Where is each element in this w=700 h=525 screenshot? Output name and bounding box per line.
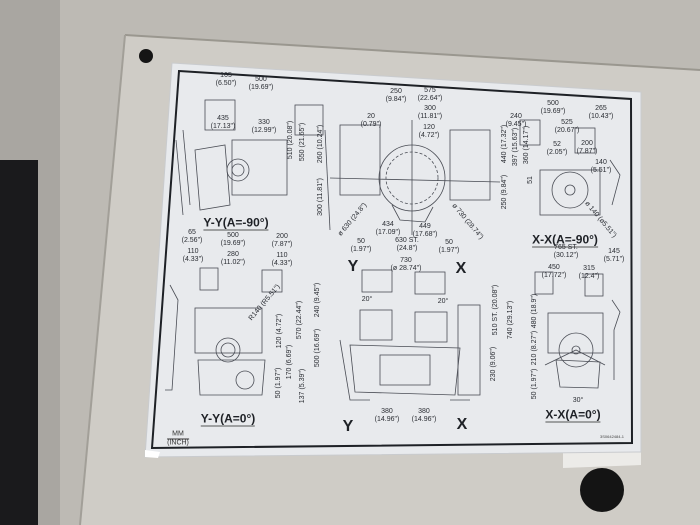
dim-500-b: 500(16.69")	[314, 328, 321, 368]
units-legend: MM(INCH)	[167, 430, 189, 447]
dim-740: 740(29.13")	[507, 300, 514, 340]
dim-570: 570(22.44")	[296, 300, 303, 340]
dim-380-left: 380(14.96")	[374, 408, 400, 423]
dim-500: 500(19.69")	[220, 232, 246, 247]
dim-380-right: 380(14.96")	[411, 408, 437, 423]
cable-hole	[580, 468, 624, 512]
dim-397: 397(15.63")	[512, 127, 519, 167]
dim-550: 550(21.65")	[299, 122, 306, 162]
dim-330: 330(12.99")	[251, 119, 277, 134]
view-title-xx-0: X-X(A=0°)	[545, 407, 601, 423]
technical-drawings	[165, 99, 621, 401]
dim-250: 250(9.84")	[501, 174, 508, 210]
view-title-yy-minus90: Y-Y(A=-90°)	[203, 215, 269, 231]
angle-30: 30°	[572, 397, 584, 404]
dim-500: 500(19.69")	[540, 100, 566, 115]
dim-765-st: 765 ST.(30.12")	[553, 244, 579, 259]
dim-450: 450(17.72")	[541, 264, 567, 279]
dim-50-left: 50(1.97")	[350, 238, 372, 253]
dim-165: 165(6.50")	[215, 72, 237, 87]
dim-240: 240(9.45")	[314, 282, 321, 318]
axis-label-x-top: X	[455, 260, 467, 277]
dim-480: 480(18.9")	[531, 293, 538, 329]
dim-110: 110(4.33")	[271, 252, 293, 267]
dim-435: 435(17.13")	[210, 115, 236, 130]
dim-120: 120(4.72")	[276, 313, 283, 349]
dim-730: 730(ø 28.74")	[390, 257, 422, 272]
dim-50-right: 50(1.97")	[438, 239, 460, 254]
angle-20-left: 20°	[361, 296, 373, 303]
dim-200: 200(7.87")	[576, 140, 598, 155]
dim-575: 575(22.64")	[417, 87, 443, 102]
dim-510: 510(20.08")	[287, 120, 294, 160]
part-number: 3S0642484-1	[600, 434, 625, 439]
dim-250: 250(9.84")	[385, 88, 407, 103]
dark-door-gap	[0, 160, 38, 525]
dim-280: 280(11.02")	[220, 251, 246, 266]
dim-500: 500(19.69")	[248, 76, 274, 91]
dim-265: 265(10.43")	[588, 105, 614, 120]
dim-440: 440(17.32")	[501, 124, 508, 164]
dim-300: 300(11.81")	[417, 105, 443, 120]
dim-51: 51	[527, 176, 534, 184]
dim-65: 65(2.56")	[181, 229, 203, 244]
dim-145: 145(5.71")	[603, 248, 625, 263]
dim-230: 230(9.06")	[490, 346, 497, 382]
dim-170: 170(6.69")	[286, 344, 293, 380]
dim-525: 525(20.67")	[554, 119, 580, 134]
axis-label-y-bottom: Y	[342, 418, 354, 435]
dim-240: 240(9.45")	[505, 113, 527, 128]
mounting-hole	[139, 49, 153, 63]
angle-20-right: 20°	[437, 298, 449, 305]
dim-140: 140(5.51")	[590, 159, 612, 174]
dim-52: 52(2.05")	[546, 141, 568, 156]
dim-210: 210(8.27")	[531, 330, 538, 366]
dim-510-st: 510 ST.(20.08")	[492, 284, 499, 336]
view-title-yy-0: Y-Y(A=0°)	[200, 411, 256, 427]
dim-449: 449(17.68")	[412, 223, 438, 238]
dimension-label-plate	[144, 62, 642, 458]
dim-434: 434(17.09")	[375, 221, 401, 236]
dim-630-st: 630 ST.(24.8")	[395, 237, 419, 252]
axis-label-x-bottom: X	[456, 416, 468, 433]
dim-50: 50(1.97")	[531, 368, 538, 400]
dim-260: 260(10.24")	[317, 124, 324, 164]
dim-120: 120(4.72")	[418, 124, 440, 139]
view-title-xx-minus90: X-X(A=-90°)	[532, 232, 598, 248]
label-border	[150, 69, 634, 450]
dim-300: 300(11.81")	[317, 178, 324, 216]
dim-50: 50(1.97")	[275, 367, 282, 399]
axis-label-y-top: Y	[347, 258, 359, 275]
dim-137: 137(5.39")	[299, 368, 306, 404]
dim-315: 315(12.4")	[578, 265, 600, 280]
dim-360: 360(14.17")	[523, 125, 530, 165]
dim-200: 200(7.87")	[271, 233, 293, 248]
dim-20: 20(0.79")	[360, 113, 382, 128]
dim-110: 110(4.33")	[182, 248, 204, 263]
